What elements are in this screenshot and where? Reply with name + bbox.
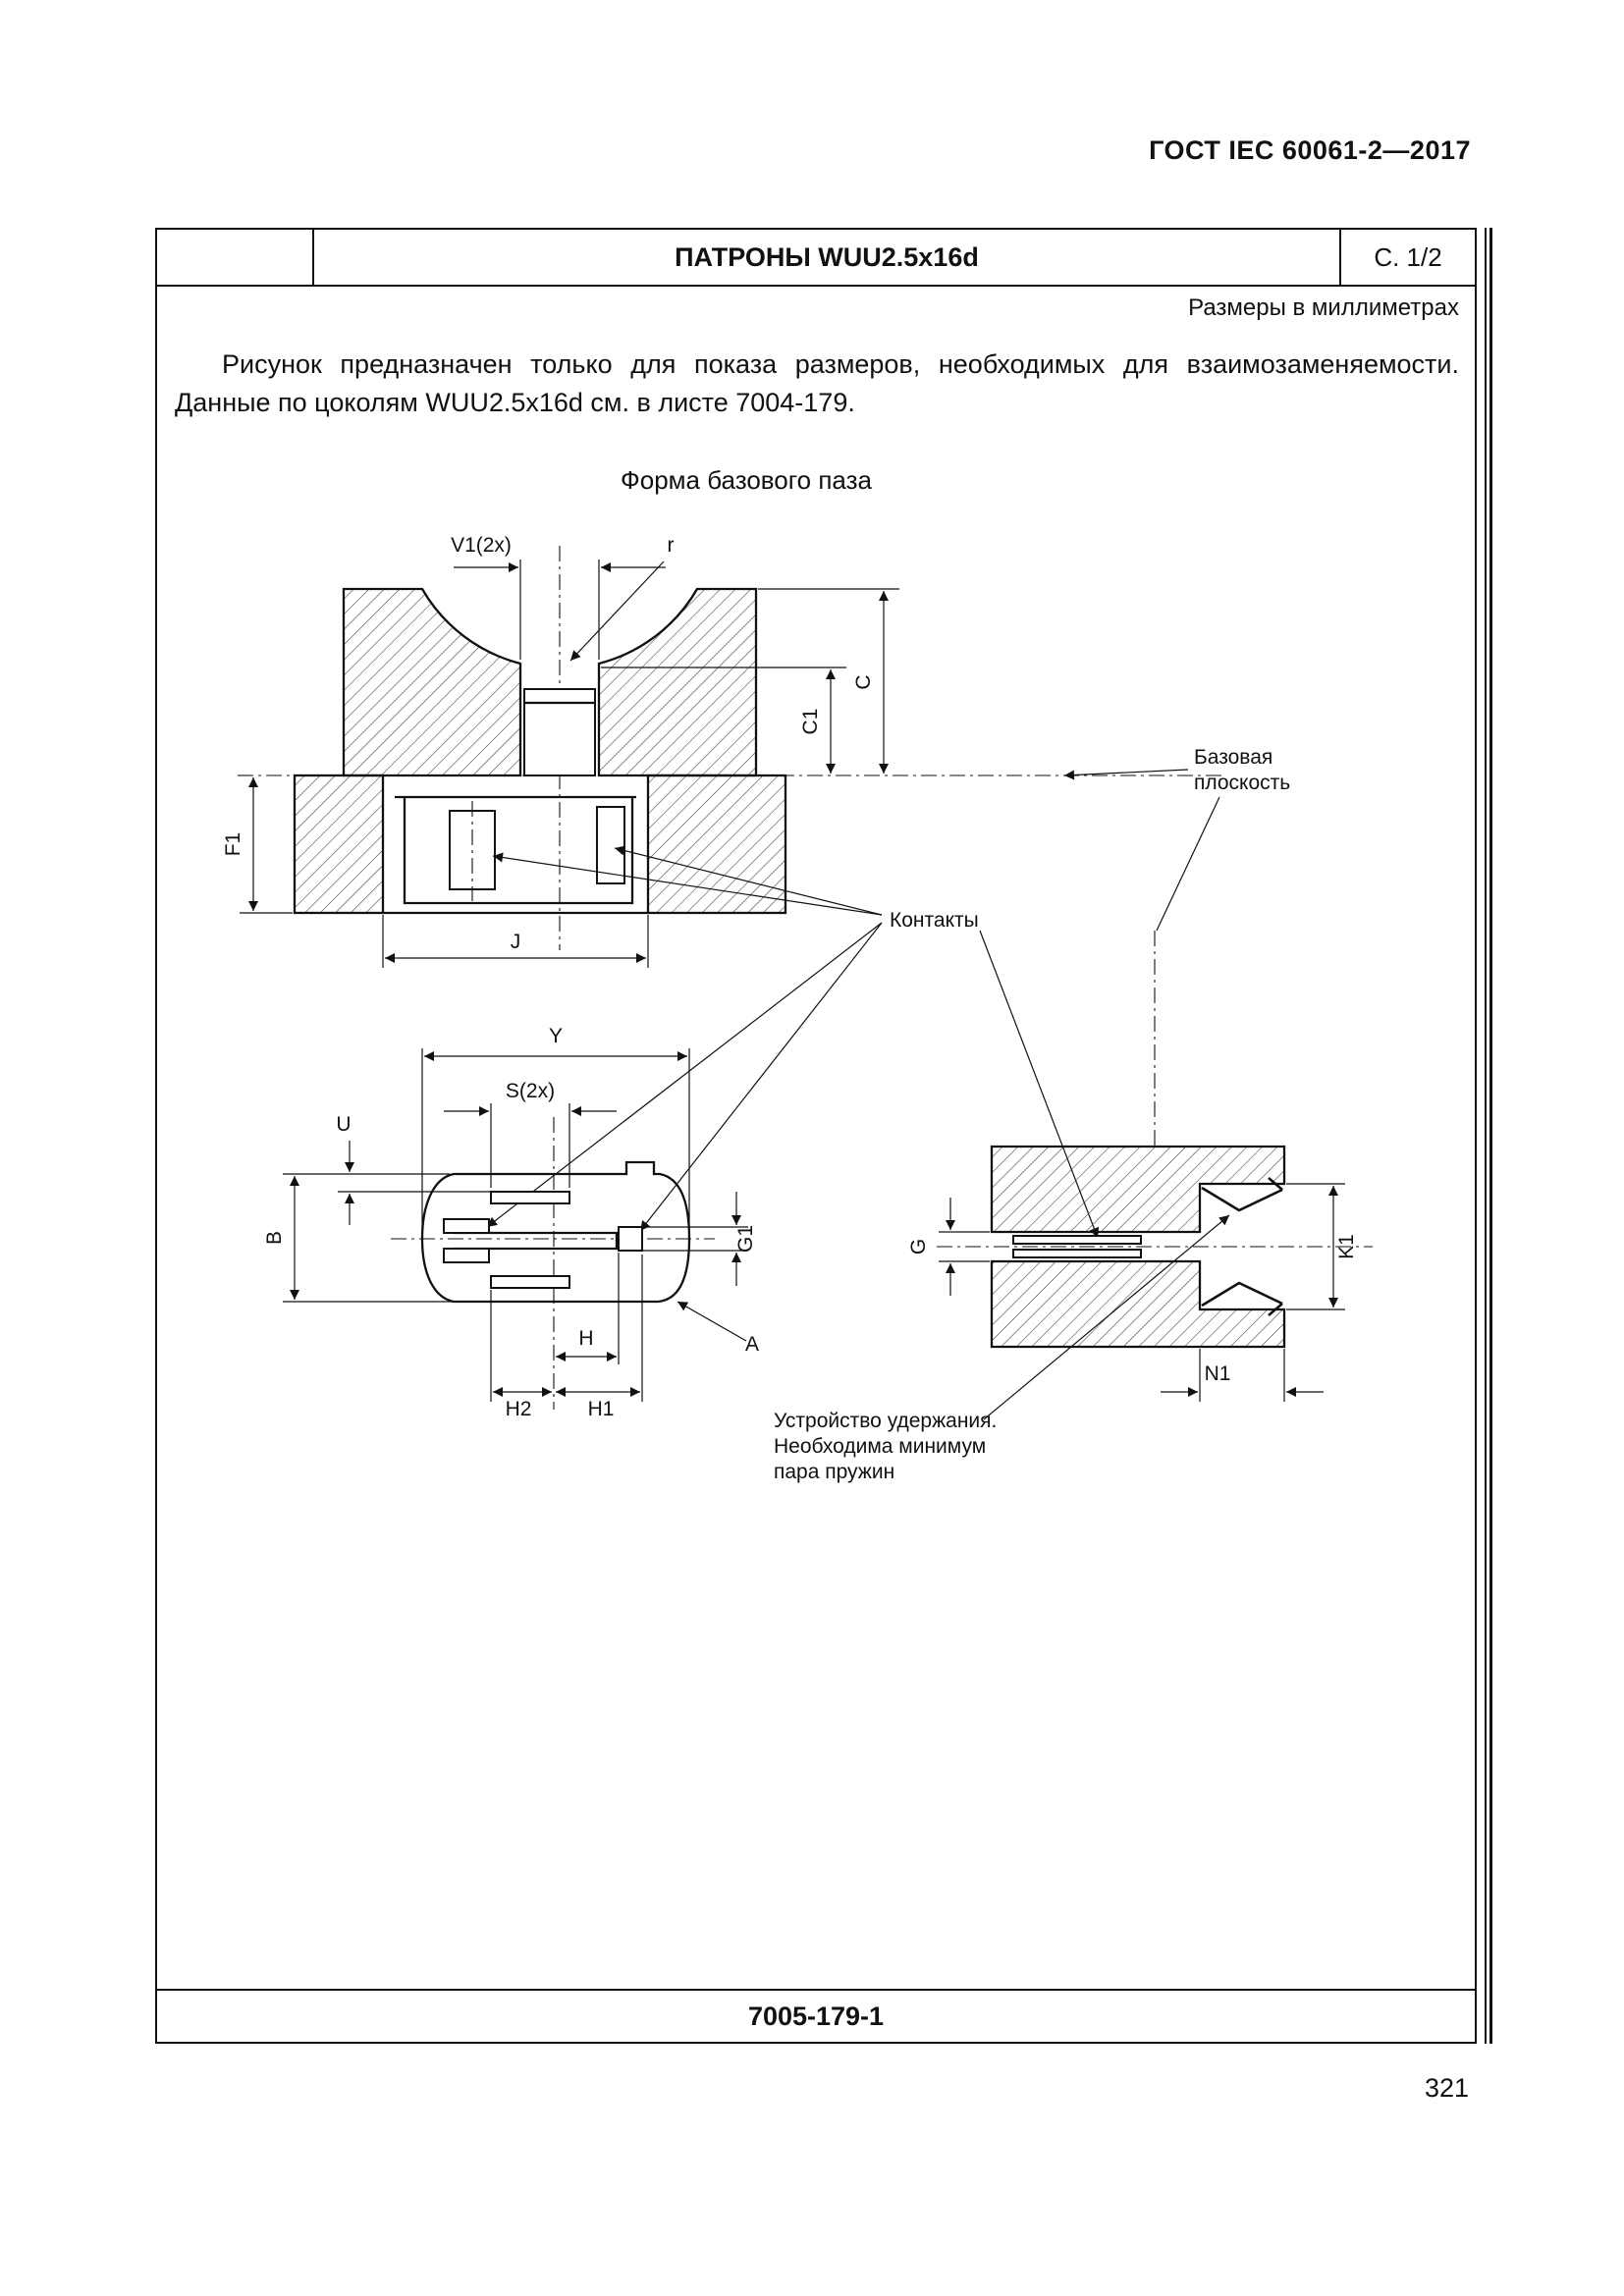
plan-center-slot bbox=[454, 1231, 619, 1251]
cap-body-outline bbox=[403, 797, 634, 905]
spring-top bbox=[1201, 1186, 1283, 1212]
sheet-title-row: ПАТРОНЫ WUU2.5x16d С. 1/2 bbox=[157, 230, 1475, 287]
plan-view: Y S(2x) U B G1 A H H2 bbox=[263, 1025, 759, 1420]
r-leader bbox=[569, 561, 665, 662]
dim-label-y: Y bbox=[549, 1025, 563, 1047]
figure-title: Форма базового паза bbox=[620, 465, 872, 495]
base-plane-callout: Базовая плоскость bbox=[1063, 746, 1290, 1148]
dim-label-r: r bbox=[668, 534, 675, 557]
retention-block-bottom bbox=[990, 1259, 1286, 1349]
contacts-label: Контакты bbox=[890, 909, 979, 932]
lower-block-right-hatch bbox=[646, 774, 787, 915]
dim-label-c: C bbox=[852, 674, 875, 689]
dim-label-n1: N1 bbox=[1205, 1362, 1231, 1385]
retention-leader bbox=[983, 1214, 1230, 1420]
contacts-callout: Контакты bbox=[486, 845, 1100, 1239]
dim-label-h1: H1 bbox=[588, 1398, 615, 1420]
retention-section-view: G K1 N1 Устройство удержания. Необходима… bbox=[774, 1145, 1373, 1483]
groove-section-view: V1(2x) r C C1 F1 J bbox=[222, 534, 1223, 968]
base-plane-label-line2: плоскость bbox=[1194, 772, 1290, 794]
upper-block-left-hatch bbox=[342, 587, 522, 777]
base-plane-leader bbox=[1063, 769, 1189, 780]
intro-line-2: Данные по цоколям WUU2.5x16d см. в листе… bbox=[175, 388, 855, 417]
sheet-number: 7005-179-1 bbox=[157, 1989, 1475, 2042]
contacts-leader-3 bbox=[486, 922, 883, 1228]
contacts-leader-4 bbox=[639, 922, 883, 1232]
dim-label-c1: C1 bbox=[799, 709, 822, 735]
intro-paragraph: Рисунок предназначен только для показа р… bbox=[175, 346, 1459, 422]
dim-label-v1: V1(2x) bbox=[451, 534, 512, 557]
retention-note-line2: Необходима минимум bbox=[774, 1435, 986, 1458]
sheet-title: ПАТРОНЫ WUU2.5x16d bbox=[675, 242, 979, 272]
retention-note-line1: Устройство удержания. bbox=[774, 1410, 997, 1432]
base-plane-reference-slant bbox=[1156, 796, 1220, 932]
plan-outline bbox=[420, 1160, 691, 1304]
document-header: ГОСТ IEC 60061-2—2017 bbox=[1149, 135, 1471, 165]
contacts-leader-1 bbox=[614, 845, 883, 916]
dim-label-g: G bbox=[907, 1239, 930, 1255]
technical-drawing: V1(2x) r C C1 F1 J Базовая плоскость Кон… bbox=[222, 534, 1373, 1483]
base-plane-label-line1: Базовая bbox=[1194, 746, 1272, 769]
units-note: Размеры в миллиметрах bbox=[1188, 294, 1459, 321]
spring-bottom bbox=[1201, 1281, 1283, 1308]
title-row-empty-cell bbox=[157, 230, 314, 285]
dim-label-s: S(2x) bbox=[506, 1080, 555, 1102]
retention-contact-blade-bottom bbox=[1012, 1249, 1142, 1258]
spring-bottom-hook bbox=[1268, 1303, 1283, 1316]
dim-label-a: A bbox=[745, 1333, 759, 1356]
dim-label-f1: F1 bbox=[222, 832, 244, 857]
dim-label-h2: H2 bbox=[506, 1398, 532, 1420]
sheet-frame-double-edge bbox=[1485, 228, 1492, 2044]
plan-center-contact bbox=[618, 1226, 643, 1252]
retention-block-top bbox=[990, 1145, 1286, 1234]
dim-label-h: H bbox=[578, 1327, 593, 1350]
plan-contact-top bbox=[443, 1218, 490, 1234]
dim-label-j: J bbox=[511, 931, 521, 953]
upper-block-right-hatch bbox=[597, 587, 758, 777]
retention-contact-blade-top bbox=[1012, 1235, 1142, 1245]
dim-label-k1: K1 bbox=[1335, 1234, 1358, 1259]
retention-note-line3: пара пружин bbox=[774, 1461, 894, 1483]
dim-label-u: U bbox=[336, 1113, 351, 1136]
lower-block-left-hatch bbox=[293, 774, 385, 915]
contacts-leader-2 bbox=[492, 852, 883, 916]
sheet-frame: ПАТРОНЫ WUU2.5x16d С. 1/2 Размеры в милл… bbox=[155, 228, 1477, 2044]
plan-slot-top bbox=[490, 1191, 570, 1204]
dim-label-b: B bbox=[263, 1231, 286, 1245]
contact-window-right bbox=[596, 806, 625, 884]
page-number: 321 bbox=[1424, 2073, 1469, 2103]
plan-slot-bottom bbox=[490, 1275, 570, 1289]
intro-line-1: Рисунок предназначен только для показа р… bbox=[222, 349, 1459, 379]
spring-top-hook bbox=[1268, 1177, 1283, 1191]
dim-label-g1: G1 bbox=[734, 1225, 757, 1253]
sheet-page-ref: С. 1/2 bbox=[1339, 230, 1475, 285]
plan-contact-bottom bbox=[443, 1248, 490, 1263]
a-leader bbox=[677, 1301, 747, 1342]
